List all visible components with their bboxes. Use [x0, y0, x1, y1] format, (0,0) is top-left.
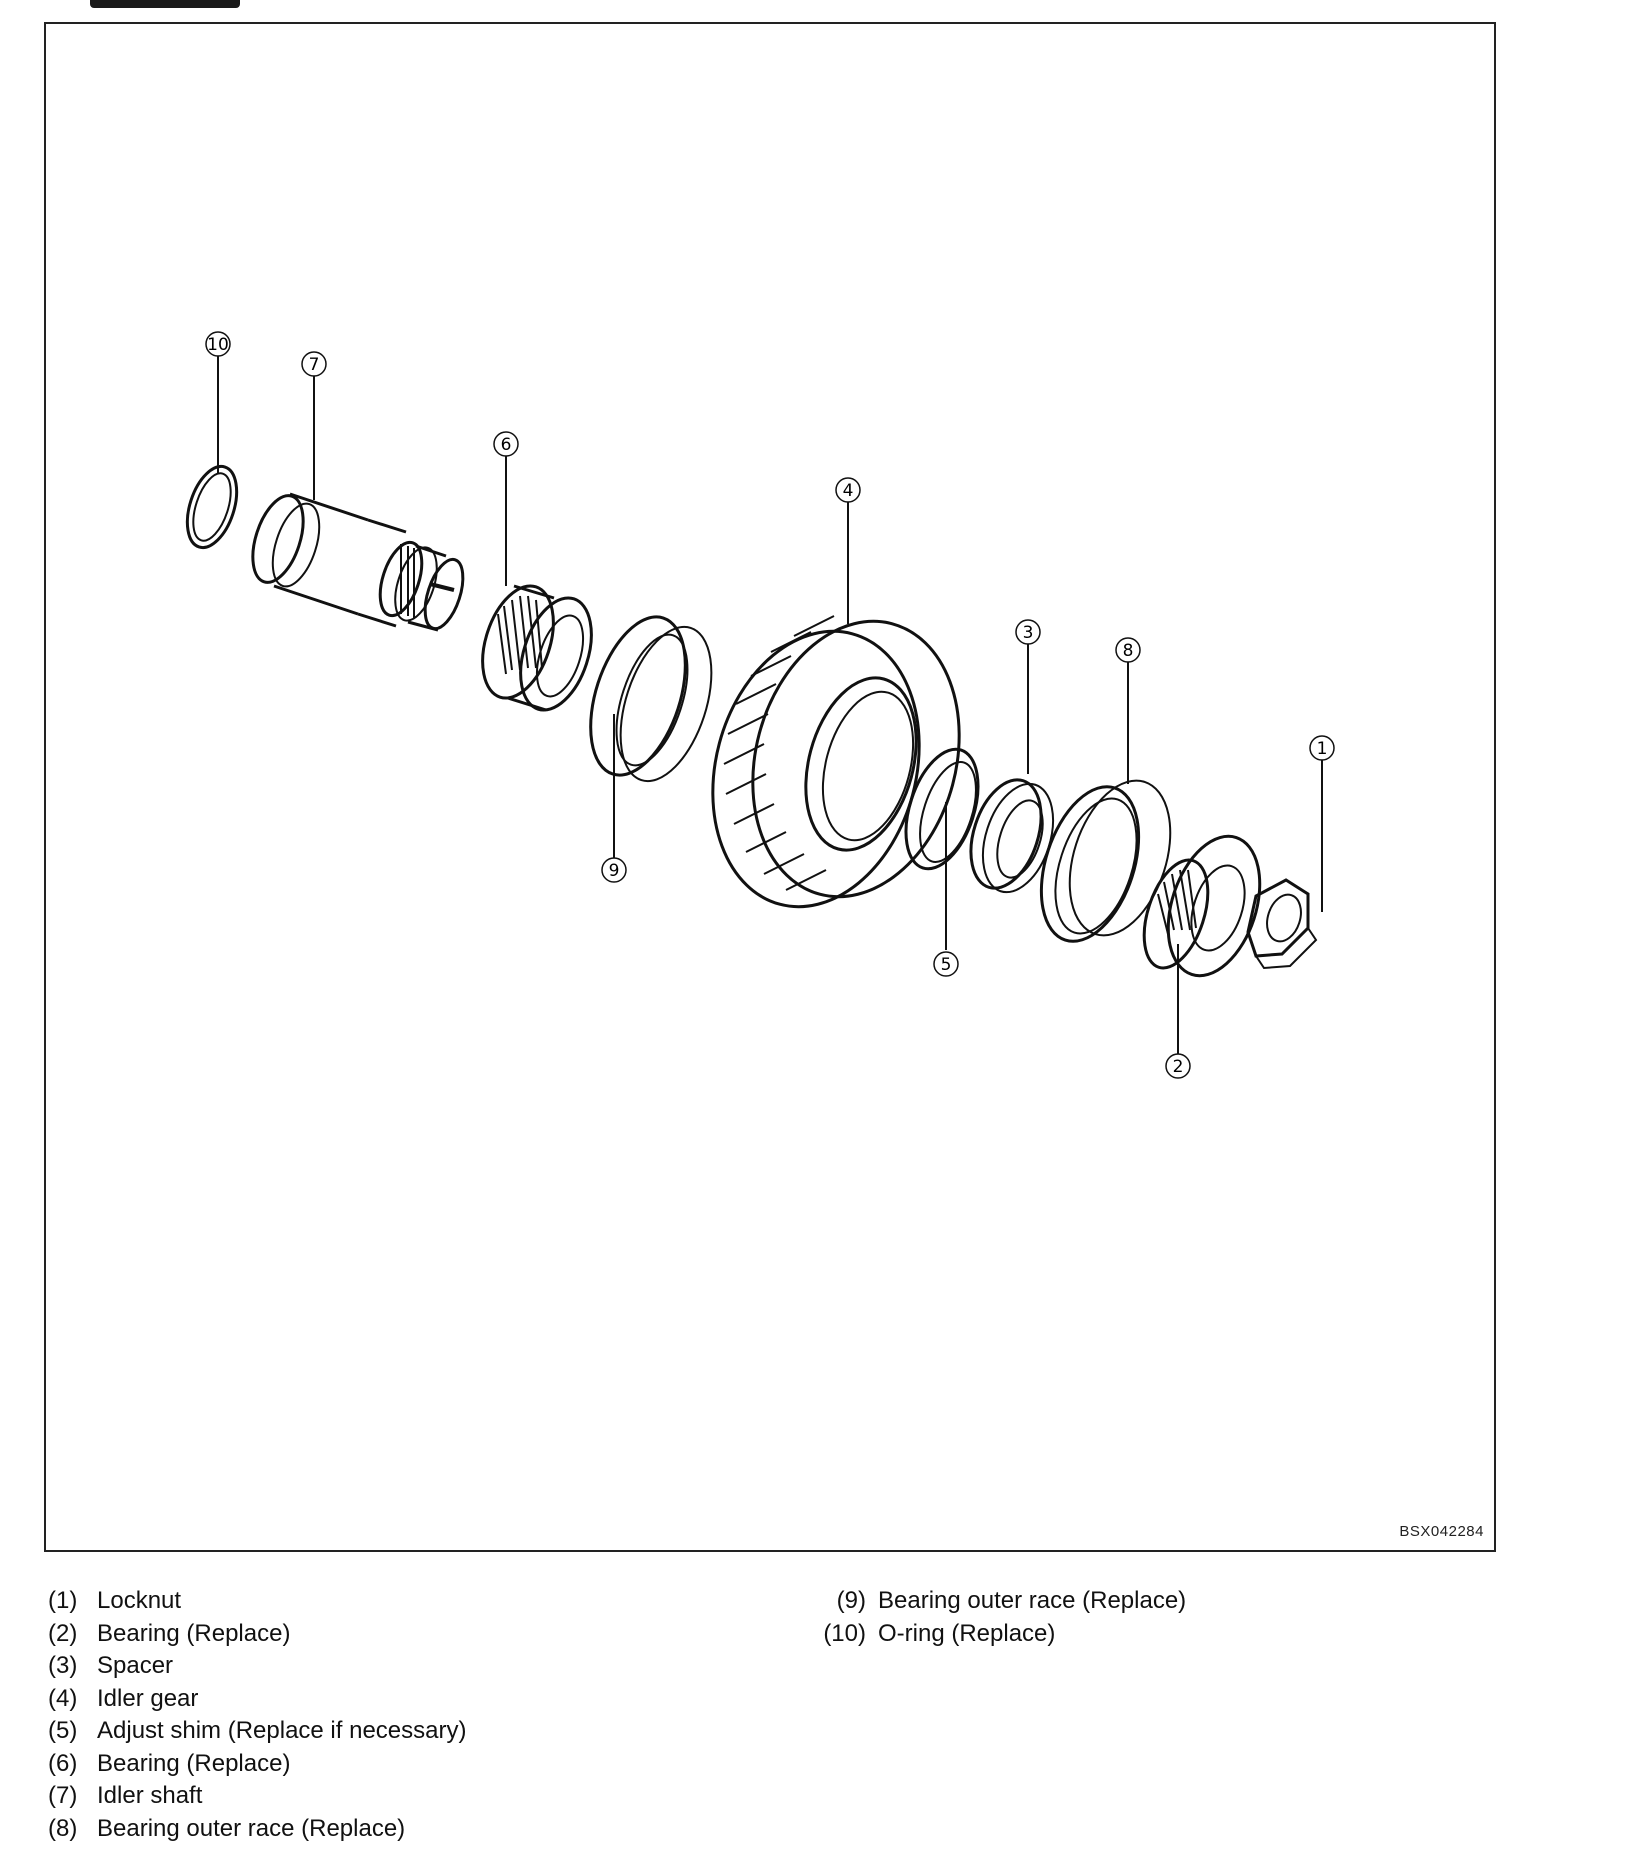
- legend-column-left: (1)Locknut (2)Bearing (Replace) (3)Space…: [48, 1585, 466, 1845]
- legend-item: (1)Locknut: [48, 1587, 182, 1614]
- figure-code: BSX042284: [1399, 1523, 1484, 1540]
- bearing-outer-race-9: [589, 615, 713, 783]
- callout-7-label: 7: [309, 355, 320, 375]
- callout-8-label: 8: [1123, 641, 1134, 661]
- bearing-2: [1142, 834, 1262, 978]
- idler-gear: [711, 615, 961, 909]
- parts-legend: (1)Locknut (2)Bearing (Replace) (3)Space…: [48, 1585, 1548, 1855]
- legend-item: (2)Bearing (Replace): [48, 1619, 291, 1647]
- legend-item: (9)Bearing outer race (Replace): [836, 1587, 1187, 1614]
- callouts: 10 7 6 4 9 5 3 8 2 1: [205, 331, 1335, 1079]
- callout-1-label: 1: [1317, 739, 1328, 759]
- legend-item: (7)Idler shaft: [48, 1782, 203, 1809]
- callout-3: 3: [1015, 619, 1041, 645]
- spacer: [969, 778, 1055, 894]
- diagram-drawing: 10 7 6 4 9 5 3 8 2 1: [185, 331, 1335, 1079]
- adjust-shim: [904, 747, 980, 871]
- legend-item: (3)Spacer: [48, 1652, 174, 1679]
- o-ring: [185, 464, 239, 550]
- legend-item: (6)Bearing (Replace): [48, 1749, 291, 1777]
- callout-5: 5: [933, 951, 959, 977]
- callout-4-label: 4: [843, 481, 854, 501]
- legend-item: (4)Idler gear: [48, 1684, 199, 1712]
- legend-item: (8)Bearing outer race (Replace): [48, 1814, 406, 1842]
- callout-2: 2: [1165, 1053, 1191, 1079]
- locknut: [1246, 878, 1318, 970]
- callout-3-label: 3: [1023, 623, 1034, 643]
- exploded-diagram: 10 7 6 4 9 5 3 8 2 1 BSX042284: [44, 22, 1496, 1552]
- legend-item: (5)Adjust shim (Replace if necessary): [48, 1717, 467, 1744]
- legend-item: (10)O-ring (Replace): [823, 1619, 1056, 1647]
- callout-9: 9: [601, 857, 627, 883]
- callout-6-label: 6: [501, 435, 512, 455]
- callout-10-label: 10: [207, 335, 229, 355]
- bearing-outer-race-8: [1039, 779, 1172, 943]
- callout-5-label: 5: [941, 955, 952, 975]
- legend-column-right: (9)Bearing outer race (Replace) (10)O-ri…: [804, 1585, 1186, 1650]
- bearing-6: [481, 584, 593, 712]
- idler-shaft: [251, 492, 465, 632]
- callout-4: 4: [835, 477, 861, 503]
- callout-10: 10: [205, 331, 231, 357]
- callout-9-label: 9: [609, 861, 620, 881]
- callout-1: 1: [1309, 735, 1335, 761]
- callout-7: 7: [301, 351, 327, 377]
- callout-6: 6: [493, 431, 519, 457]
- header-strip: [90, 0, 240, 8]
- leader-lines: [217, 356, 1323, 1054]
- callout-2-label: 2: [1173, 1057, 1184, 1077]
- callout-8: 8: [1115, 637, 1141, 663]
